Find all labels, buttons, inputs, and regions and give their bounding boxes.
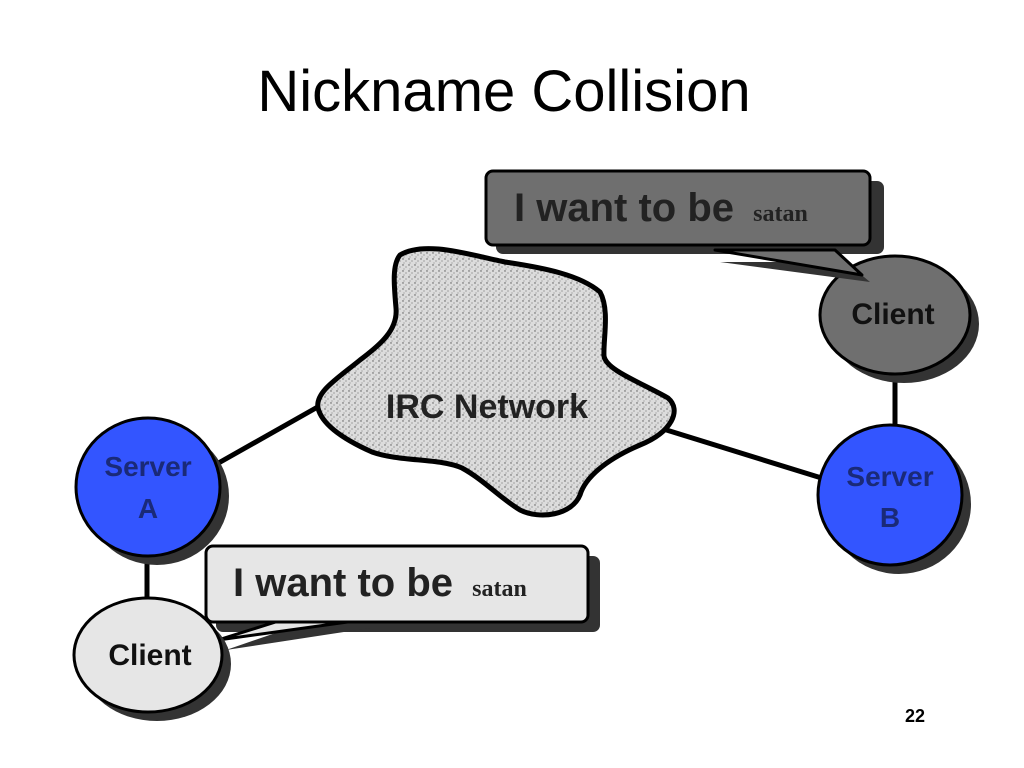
speech-bubble-b-phrase: I want to be (514, 186, 734, 230)
irc-network-label: IRC Network (386, 388, 588, 426)
link-server-a-network (213, 397, 332, 468)
server-a-circle (74, 416, 222, 558)
client-b-ellipse (818, 254, 972, 376)
server-b-circle (816, 423, 964, 567)
server-b-label-line2: B (880, 502, 900, 533)
page-number: 22 (905, 706, 926, 726)
cloud-shape (315, 246, 677, 518)
link-network-server-b (659, 425, 829, 483)
speech-bubble-b: I want to be satan (484, 169, 884, 282)
speech-bubble-a-nickname: satan (472, 576, 527, 602)
client-a-label: Client (108, 639, 191, 672)
speech-bubble-b-nickname: satan (753, 201, 808, 227)
speech-bubble-a-tail-shadow (226, 628, 370, 650)
speech-bubble-a-box (204, 544, 590, 624)
server-a: Server A (74, 416, 229, 565)
speech-bubble-a-text: I want to be satan (233, 561, 527, 605)
client-a-ellipse (72, 596, 224, 714)
server-a-label-line2: A (138, 493, 158, 524)
client-b: Client (818, 254, 979, 383)
speech-bubble-b-tail (713, 248, 864, 277)
speech-bubble-b-box (484, 169, 872, 247)
irc-network-cloud: IRC Network (315, 246, 677, 518)
client-b-label: Client (851, 298, 934, 331)
server-b: Server B (816, 423, 971, 574)
speech-bubble-a-phrase: I want to be (233, 561, 453, 605)
server-b-label-line1: Server (846, 461, 933, 492)
client-a: Client (72, 596, 231, 721)
speech-bubble-a: I want to be satan (204, 544, 600, 650)
server-a-label-line1: Server (104, 451, 191, 482)
slide-title: Nickname Collision (257, 59, 751, 124)
speech-bubble-b-text: I want to be satan (514, 186, 808, 230)
